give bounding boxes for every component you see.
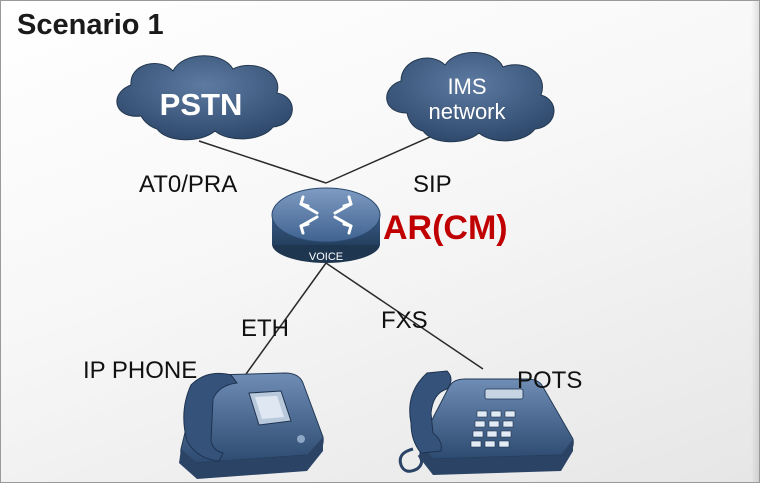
pstn-cloud: PSTN bbox=[116, 55, 293, 141]
link-label-sip: SIP bbox=[413, 171, 452, 198]
link-router-pots bbox=[325, 262, 484, 370]
pots-label: POTS bbox=[517, 367, 583, 394]
ims-cloud: IMS network bbox=[386, 52, 555, 143]
pstn-label: PSTN bbox=[160, 87, 243, 122]
link-label-eth: ETH bbox=[241, 315, 289, 342]
router-icon: VOICE bbox=[271, 187, 381, 263]
ip-phone-label: IP PHONE bbox=[83, 357, 198, 384]
link-label-at0-pra: AT0/PRA bbox=[139, 171, 238, 198]
router-badge: VOICE bbox=[309, 251, 343, 263]
ip-phone-icon bbox=[179, 372, 324, 479]
scenario-title: Scenario 1 bbox=[17, 9, 164, 41]
ims-label-line1: IMS bbox=[447, 74, 486, 99]
router-name: AR(CM) bbox=[383, 209, 508, 247]
pots-phone-icon bbox=[398, 370, 574, 475]
link-label-fxs: FXS bbox=[381, 307, 428, 334]
link-router-ip-phone bbox=[240, 262, 327, 382]
ims-label-line2: network bbox=[428, 99, 506, 124]
link-pstn-router bbox=[198, 140, 327, 184]
